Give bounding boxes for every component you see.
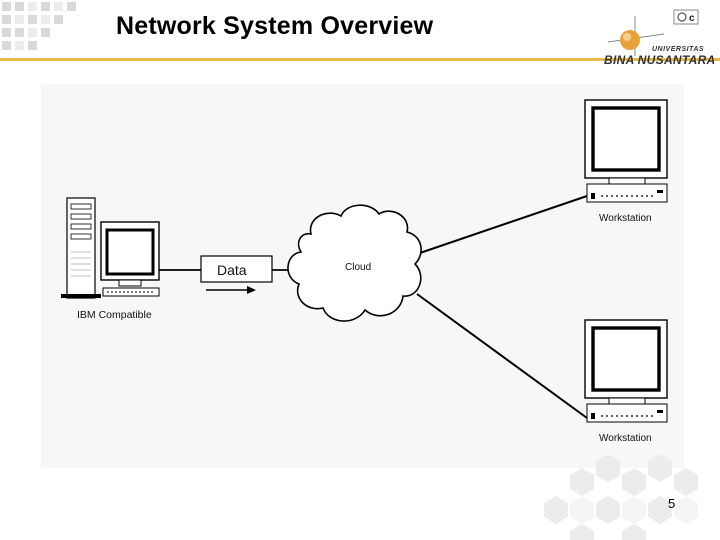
data-packet-label: Data	[217, 262, 247, 278]
page-number: 5	[668, 496, 676, 511]
workstation-top	[584, 99, 668, 203]
ibm-compatible-computer	[61, 197, 160, 299]
logo-text-universitas: UNIVERSITAS	[652, 46, 705, 53]
workstation-bottom	[584, 319, 668, 423]
cloud-label: Cloud	[345, 262, 371, 273]
workstation-top-label: Workstation	[599, 213, 652, 224]
slide-title: Network System Overview	[116, 12, 434, 40]
link-cloud-to-workstation-top	[416, 195, 588, 255]
svg-text:c: c	[689, 13, 695, 24]
hexagon-decoration	[544, 455, 698, 540]
logo-text-bina-nusantara: BINA NUSANTARA	[604, 53, 716, 67]
link-cloud-to-workstation-bottom	[416, 293, 588, 419]
arrow-right-icon	[206, 286, 256, 294]
ibm-compatible-label: IBM Compatible	[77, 309, 152, 321]
cloud-shape	[287, 204, 422, 322]
title-underline	[0, 58, 720, 61]
data-packet-box	[200, 255, 273, 283]
workstation-bottom-label: Workstation	[599, 433, 652, 444]
university-logo: c	[607, 9, 699, 56]
corner-square-pattern	[2, 2, 76, 50]
network-diagram: IBM Compatible Data Cloud Workstation	[61, 99, 668, 444]
